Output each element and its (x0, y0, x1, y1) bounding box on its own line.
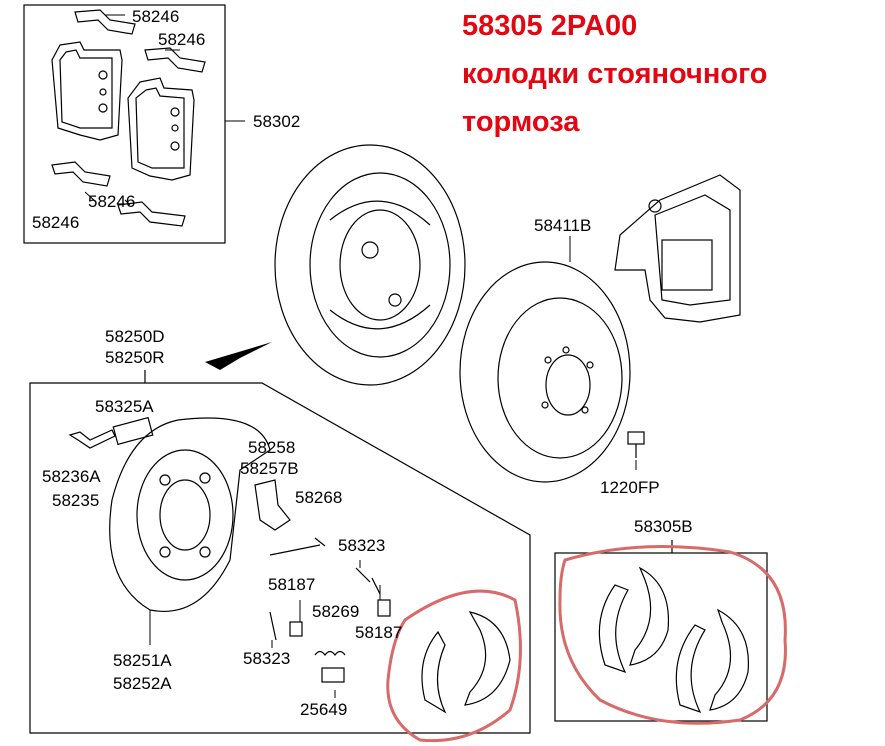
callout-labels: 58246 58246 58302 58246 58246 58411B 122… (32, 7, 693, 719)
backing-plate-assembly-group (29, 370, 531, 734)
wheel-bolt-icon (627, 431, 645, 458)
retainer-left-icon (289, 621, 303, 637)
adjuster-icon (321, 667, 345, 683)
description-line2: тормоза (462, 106, 580, 138)
shoe-kit-group (554, 540, 768, 722)
label-lever-b: 58257B (240, 459, 299, 478)
pad-clip-top2-icon (144, 47, 206, 73)
kit-shoe-2-icon (629, 566, 670, 666)
label-cable-clip: 58268 (295, 488, 342, 507)
label-bracket-plate: 58325A (95, 397, 154, 416)
brake-shoe-left-icon (421, 630, 447, 714)
caliper-icon (614, 174, 741, 323)
brake-pad-right-icon (127, 77, 195, 181)
label-spring-b: 58235 (52, 491, 99, 510)
spring-center-icon (314, 650, 346, 657)
label-shoe-kit: 58305B (634, 517, 693, 536)
pad-clip-bottom2-icon (117, 201, 186, 227)
assembly-frame (29, 382, 531, 734)
label-backing-assy-a: 58250D (105, 327, 165, 346)
label-spring-center: 58269 (312, 602, 359, 621)
label-backing-plate-a: 58251A (113, 651, 172, 670)
backing-plate-icon (109, 417, 271, 612)
description-line1: колодки стояночного (462, 58, 768, 90)
label-pin-right: 58323 (338, 536, 385, 555)
assembly-leaders (149, 560, 381, 698)
bracket-plate-icon (112, 416, 154, 446)
spring-bracket-icon (68, 429, 116, 449)
part-code-heading: 58305 2PA00 (462, 10, 638, 42)
kit-shoe-4-icon (709, 608, 750, 711)
cable-clip-icon (269, 537, 326, 556)
hold-down-pin-right-icon (355, 567, 381, 595)
drum-brake-assembly-icon (274, 144, 466, 386)
label-pad-clip-top2: 58246 (158, 30, 205, 49)
pointer-arrow-icon (205, 342, 272, 370)
label-backing-plate-b: 58252A (113, 674, 172, 693)
label-pin-left: 58323 (243, 649, 290, 668)
label-disc: 58411B (534, 216, 591, 235)
label-pad-clip-bottom1: 58246 (88, 192, 135, 211)
brake-pad-left-icon (51, 41, 123, 141)
shoe-kit-frame (554, 552, 768, 722)
label-spring-a: 58236A (42, 467, 101, 486)
label-lever-a: 58258 (248, 438, 295, 457)
retainer-right-icon (377, 599, 391, 617)
brake-disc-icon (459, 261, 631, 483)
brake-pad-kit-group (23, 4, 226, 244)
kit-shoe-1-icon (598, 584, 629, 674)
pad-clip-top1-icon (74, 9, 136, 35)
label-pad-kit: 58302 (253, 112, 300, 131)
label-adjuster: 25649 (300, 700, 347, 719)
highlight-circle-left (386, 589, 522, 743)
highlight-circle-right (558, 545, 787, 725)
kit-shoe-3-icon (675, 624, 706, 714)
label-bolt: 1220FP (600, 478, 660, 497)
pad-clip-bottom1-icon (51, 161, 111, 187)
pad-kit-frame (23, 4, 226, 244)
hold-down-pin-left-icon (269, 611, 277, 641)
label-pad-clip-top1: 58246 (132, 7, 179, 26)
lever-icon (254, 479, 291, 531)
pad-kit-leaders (84, 14, 245, 206)
label-retainer-left: 58187 (268, 575, 315, 594)
label-retainer-right: 58187 (355, 623, 402, 642)
brake-shoe-right-icon (464, 611, 511, 706)
label-backing-assy-b: 58250R (105, 348, 165, 367)
label-pad-clip-bottom2: 58246 (32, 213, 79, 232)
